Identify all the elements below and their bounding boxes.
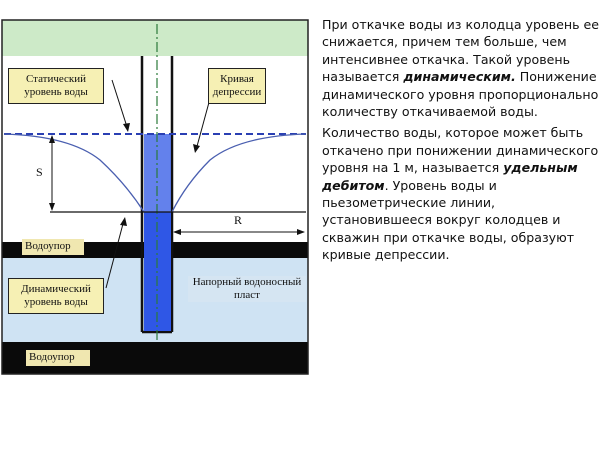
- paragraph-specific-yield: Количество воды, которое может быть отка…: [322, 125, 599, 263]
- term-dynamic: динамическим.: [403, 69, 516, 85]
- groundwater-well-diagram: Статический уровень воды Кривая депресси…: [0, 0, 312, 400]
- s-arrow-bottom: [49, 203, 55, 211]
- diagram-frame: [1, 19, 309, 375]
- depression-curve-left: [3, 133, 145, 213]
- s-label: S: [36, 165, 43, 179]
- explanation-text: При откачке воды из колодца уровень ее с…: [322, 16, 606, 268]
- aquitard-top-label: Водоупор: [22, 239, 84, 255]
- dynamic-level-pointer: [105, 219, 125, 289]
- term-specific-yield: удельным дебитом: [322, 160, 578, 193]
- pressure-aquifer-label: Напорный водоносный пласт: [188, 276, 306, 302]
- r-arrow-left: [173, 229, 181, 235]
- r-label: R: [234, 213, 243, 227]
- static-level-pointer-head: [123, 123, 130, 132]
- surface-zone: [2, 20, 308, 56]
- depression-curve-label: Кривая депрессии: [208, 68, 266, 104]
- s-arrow-top: [49, 135, 55, 143]
- depression-curve-pointer-head: [193, 144, 200, 153]
- static-level-label: Статический уровень воды: [8, 68, 104, 104]
- depression-curve-right: [171, 133, 307, 213]
- r-arrow-right: [297, 229, 305, 235]
- diagram-canvas: [1, 19, 309, 375]
- dynamic-level-label: Динамический уровень воды: [8, 278, 104, 314]
- paragraph-dynamic-level: При откачке воды из колодца уровень ее с…: [322, 17, 600, 120]
- static-level-pointer: [111, 79, 129, 131]
- dynamic-level-pointer-head: [120, 217, 127, 226]
- aquitard-bottom-label: Водоупор: [26, 350, 90, 366]
